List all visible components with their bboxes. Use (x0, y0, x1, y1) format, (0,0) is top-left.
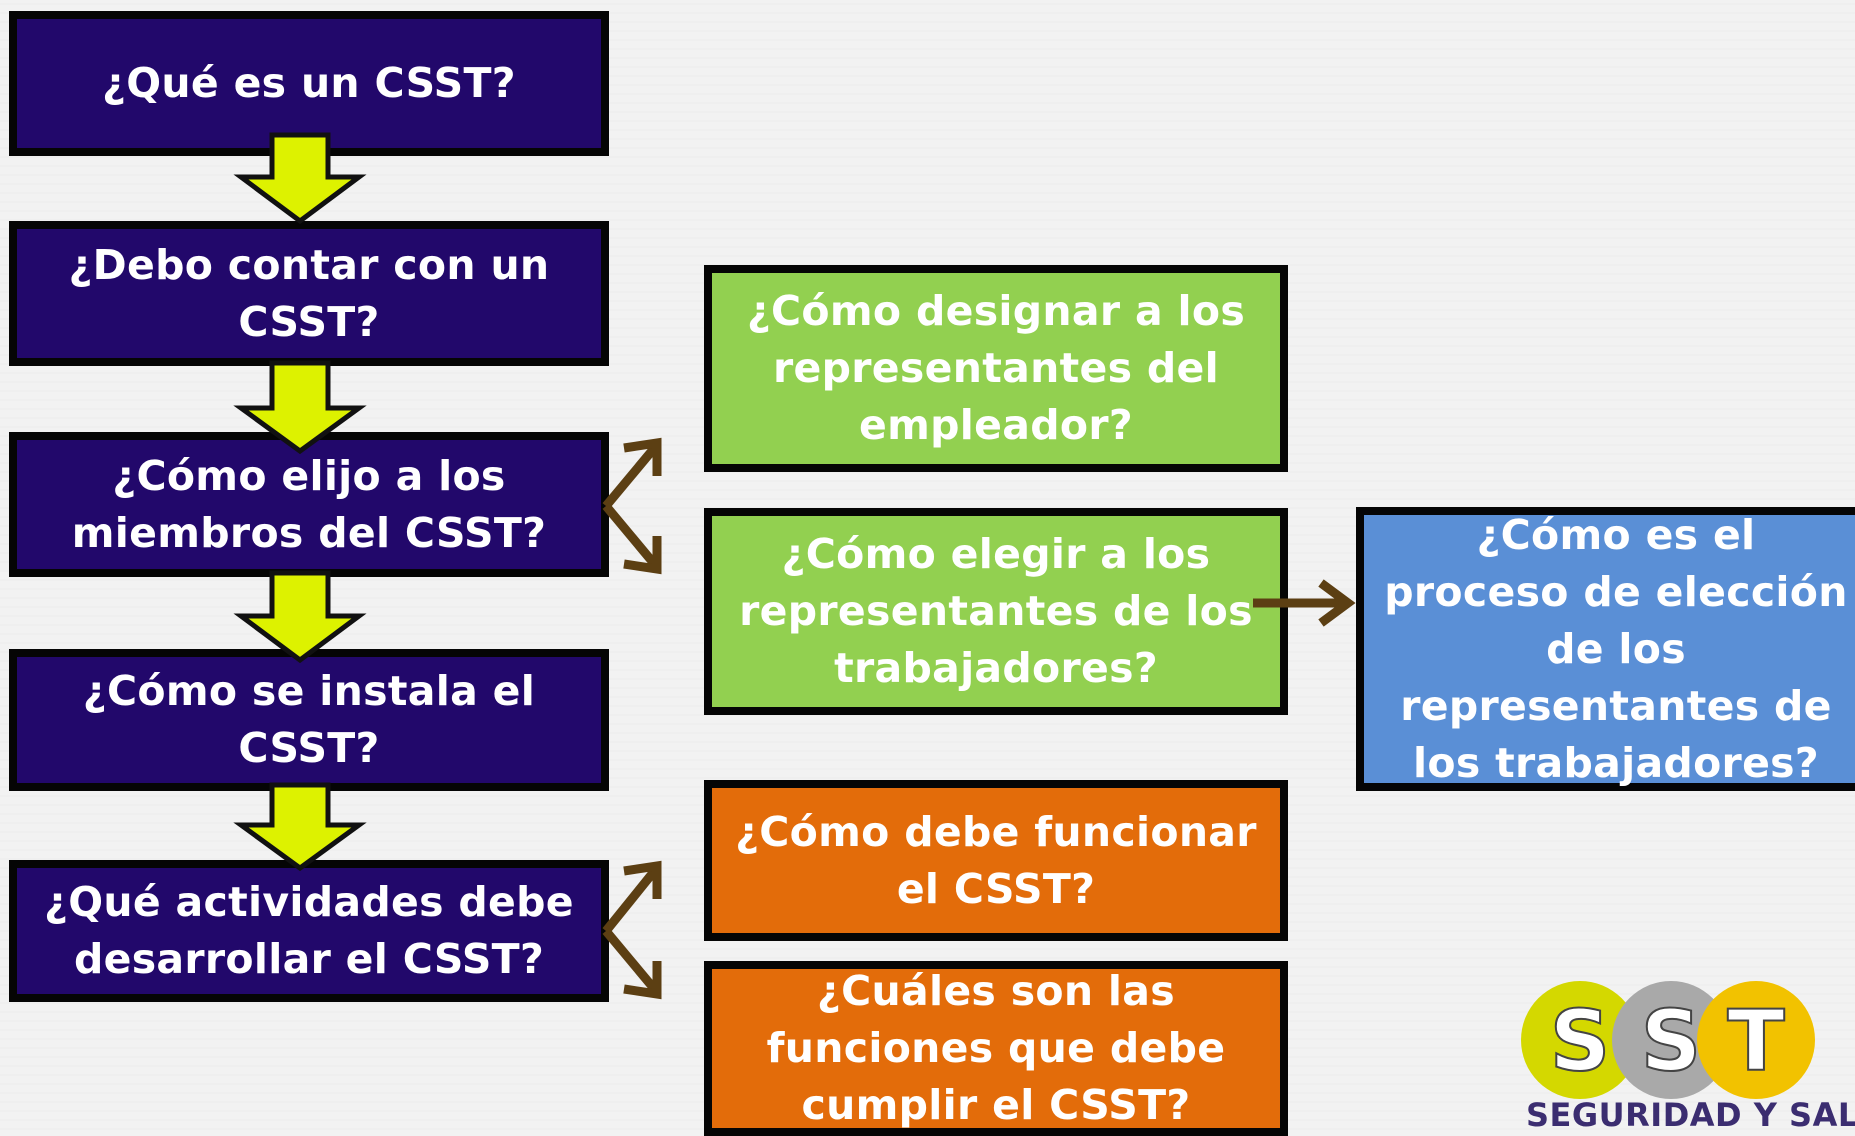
box-funciones-csst-text: ¿Cuáles son las funciones que debe cumpl… (766, 967, 1226, 1129)
box-proceso-eleccion-text: ¿Cómo es el proceso de elección de los r… (1384, 510, 1848, 787)
logo-letter-s2: S (1641, 992, 1702, 1090)
box-proceso-eleccion: ¿Cómo es el proceso de elección de los r… (1356, 507, 1855, 791)
branch-arrow-icon (602, 437, 662, 509)
down-arrow-icon (233, 570, 367, 664)
branch-arrow-icon (602, 503, 662, 575)
box-debo-contar-csst: ¿Debo contar con un CSST? (9, 221, 609, 366)
box-que-actividades-text: ¿Qué actividades debe desarrollar el CSS… (44, 878, 574, 983)
box-debe-funcionar: ¿Cómo debe funcionar el CSST? (704, 780, 1288, 941)
box-elegir-trabajadores-text: ¿Cómo elegir a los representantes de los… (739, 530, 1253, 692)
box-que-es-csst-text: ¿Qué es un CSST? (102, 59, 516, 107)
box-debe-funcionar-text: ¿Cómo debe funcionar el CSST? (735, 807, 1257, 913)
box-elegir-trabajadores: ¿Cómo elegir a los representantes de los… (704, 508, 1288, 715)
down-arrow-icon (233, 132, 367, 225)
box-debo-contar-csst-text: ¿Debo contar con un CSST? (68, 240, 550, 346)
branch-arrow-icon (602, 928, 662, 1000)
box-como-elijo-miembros-text: ¿Cómo elijo a los miembros del CSST? (71, 451, 547, 557)
logo-letter-t: T (1727, 992, 1784, 1090)
branch-arrow-icon (602, 860, 662, 934)
right-arrow-icon (1253, 579, 1356, 627)
logo-letter-s1: S (1550, 992, 1611, 1090)
down-arrow-icon (233, 360, 367, 455)
sst-logo: S S T (1521, 981, 1815, 1099)
logo-tagline: SEGURIDAD Y SALUD (1526, 1096, 1855, 1134)
down-arrow-icon (233, 782, 367, 872)
box-como-se-instala-text: ¿Cómo se instala el CSST? (82, 667, 536, 772)
box-designar-empleador-text: ¿Cómo designar a los representantes del … (746, 287, 1246, 449)
box-designar-empleador: ¿Cómo designar a los representantes del … (704, 265, 1288, 472)
box-como-elijo-miembros: ¿Cómo elijo a los miembros del CSST? (9, 432, 609, 577)
